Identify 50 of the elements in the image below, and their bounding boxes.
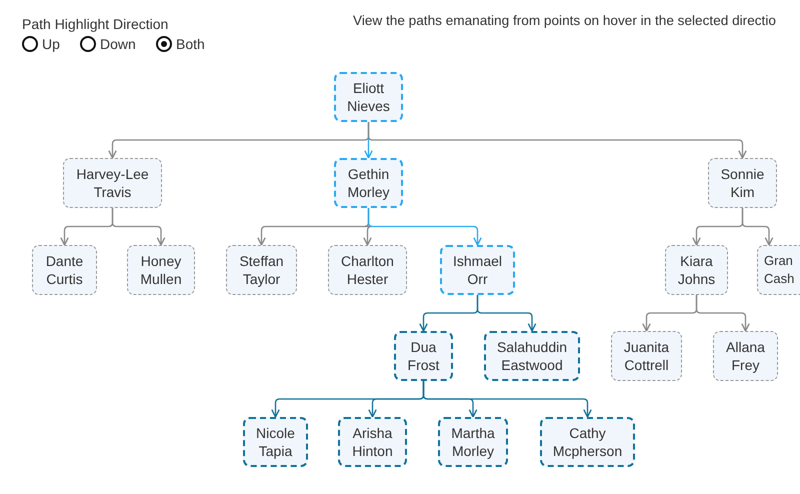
person-box xyxy=(394,331,453,381)
person-name: Salahuddin Eastwood xyxy=(496,338,568,374)
connector-arrow xyxy=(368,208,482,246)
person-box xyxy=(708,158,777,208)
person-box xyxy=(226,245,297,295)
person-box xyxy=(665,245,728,295)
person-name: Juanita Cottrell xyxy=(622,338,670,374)
person-name: Harvey-Lee Travis xyxy=(75,165,150,201)
person-box xyxy=(438,417,508,467)
connector-arrow xyxy=(112,208,166,246)
person-box xyxy=(334,72,403,122)
connector-arrow xyxy=(422,381,592,418)
connector-arrow xyxy=(476,295,536,332)
person-name: Arisha Hinton xyxy=(351,424,394,460)
person-box xyxy=(440,245,515,295)
connector-arrow xyxy=(742,208,774,246)
person-name: Ishmael Orr xyxy=(452,252,504,288)
person-name: Martha Morley xyxy=(450,424,496,460)
control-group-title: Path Highlight Direction xyxy=(22,16,168,32)
person-name: Eliott Nieves xyxy=(346,79,391,115)
person-name: Nicole Tapia xyxy=(255,424,296,460)
person-box xyxy=(757,245,800,295)
person-box xyxy=(338,417,407,467)
instruction-text: View the paths emanating from points on hover in the selected directio xyxy=(353,13,776,28)
connector-arrow xyxy=(368,122,747,159)
person-name: Charlton Hester xyxy=(340,252,395,288)
connector-arrow xyxy=(696,295,750,332)
person-name: Steffan Taylor xyxy=(238,252,285,288)
person-name: Sonnie Kim xyxy=(720,165,766,201)
person-box xyxy=(484,331,580,381)
person-box xyxy=(540,417,635,467)
radio-option: Both xyxy=(156,36,205,52)
person-name: Dante Curtis xyxy=(44,252,84,288)
person-name: Cathy Mcpherson xyxy=(552,424,624,460)
person-box xyxy=(713,331,778,381)
person-box xyxy=(611,331,682,381)
person-name: Allana Frey xyxy=(725,338,766,374)
radio-option: Down xyxy=(80,36,136,52)
person-box xyxy=(243,417,308,467)
person-box xyxy=(328,245,407,295)
person-box xyxy=(334,158,403,208)
person-name: Honey Mullen xyxy=(139,252,183,288)
person-name: Gran Cash xyxy=(763,252,796,288)
person-box xyxy=(32,245,97,295)
radio-option: Up xyxy=(22,36,60,52)
person-name: Dua Frost xyxy=(406,338,440,374)
person-name: Gethin Morley xyxy=(346,165,390,201)
person-name: Kiara Johns xyxy=(676,252,716,288)
person-box xyxy=(63,158,162,208)
person-box xyxy=(127,245,195,295)
